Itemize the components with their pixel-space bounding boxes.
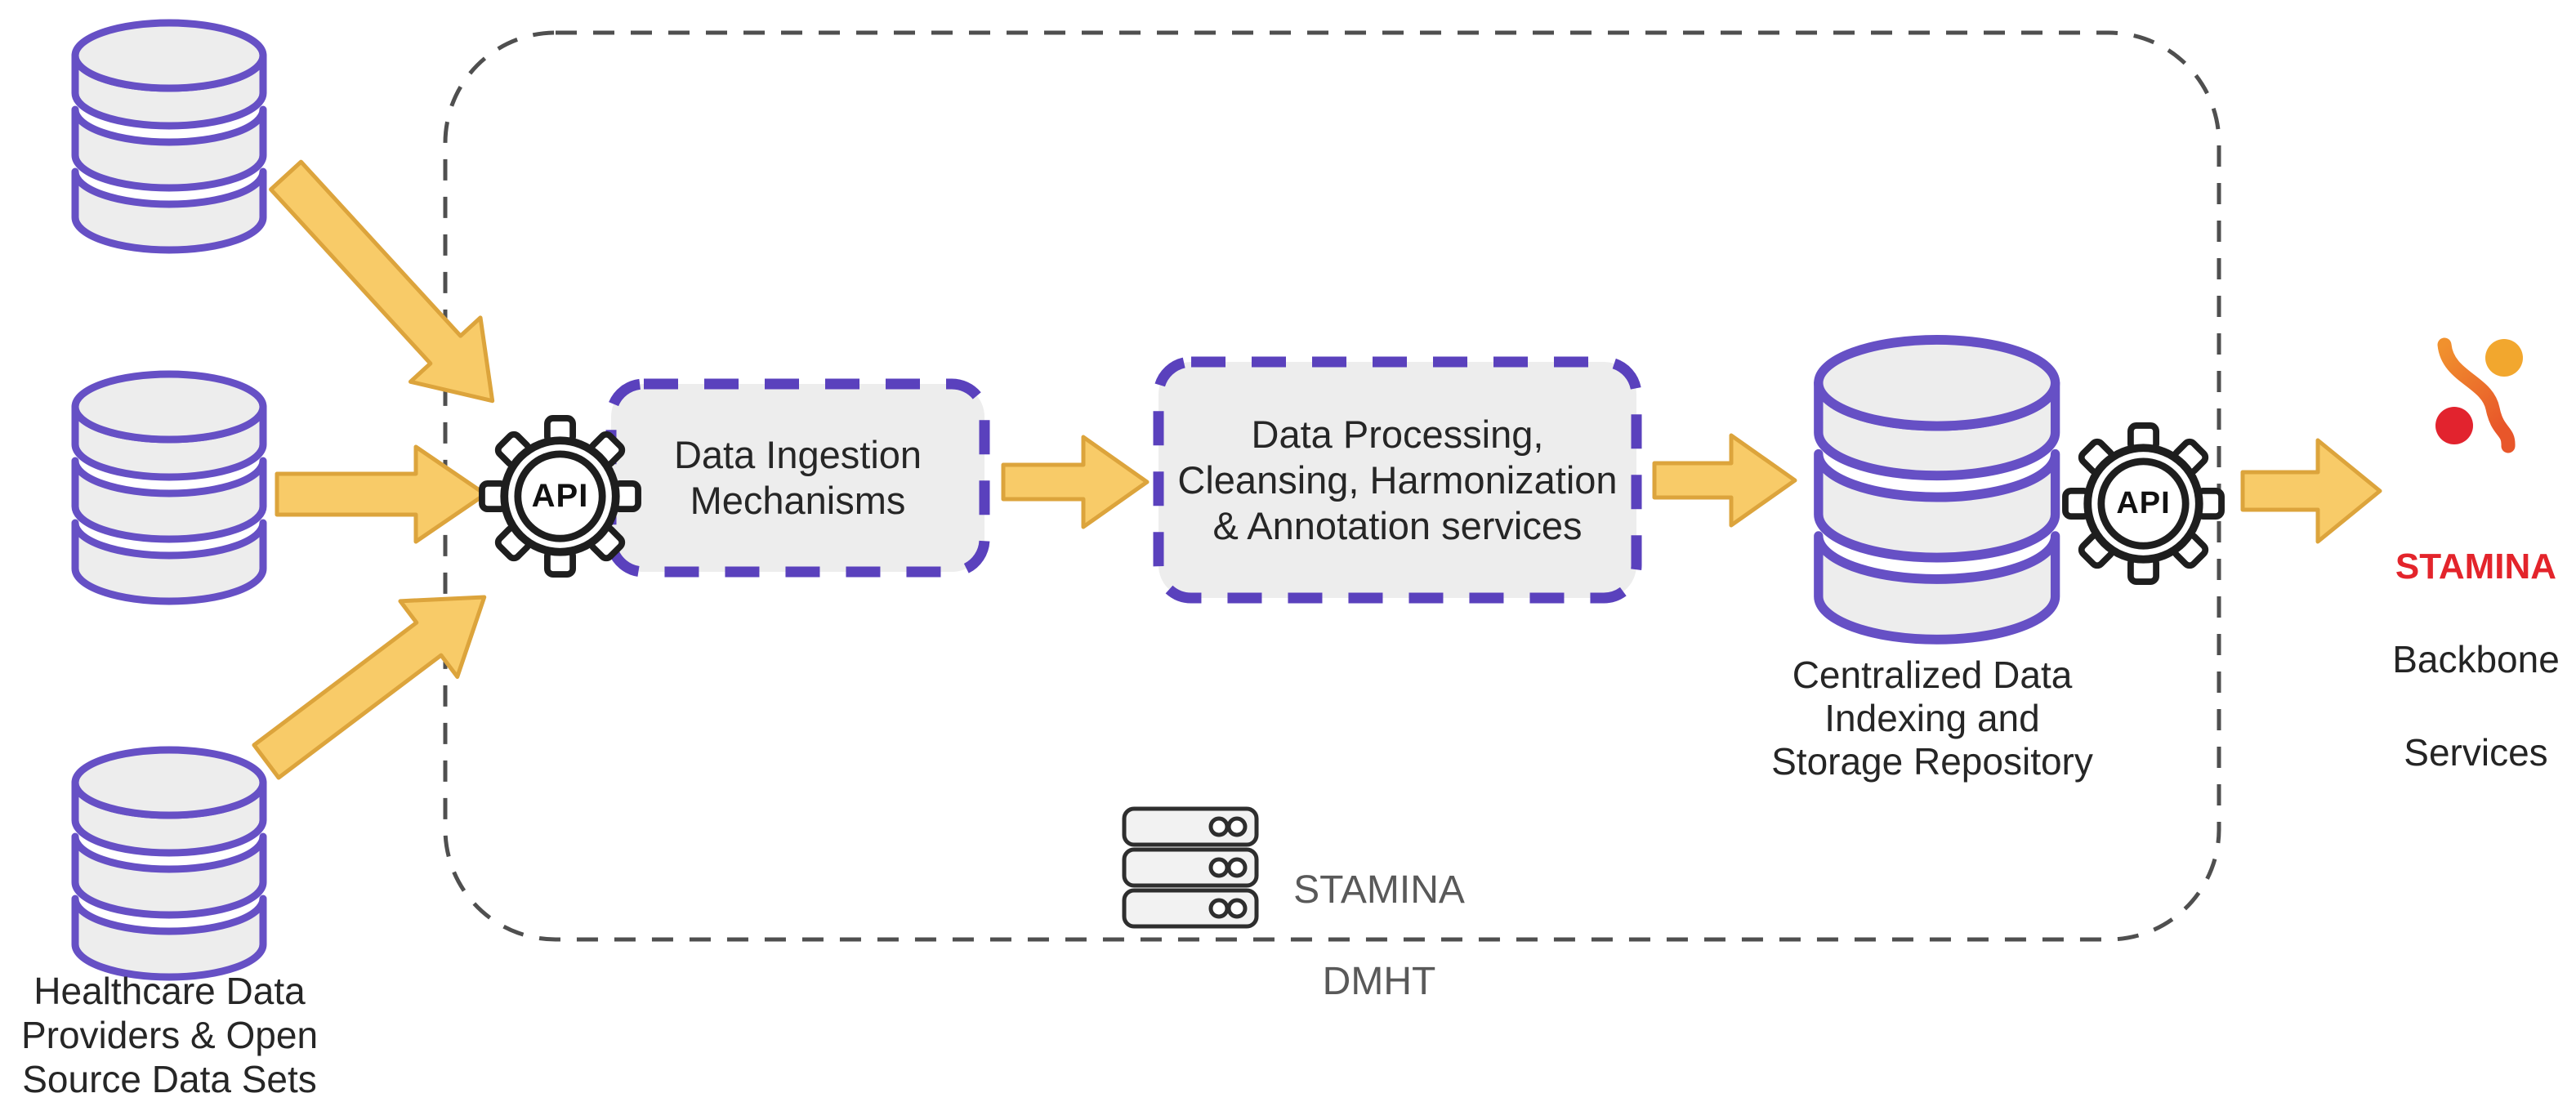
source-database-icon-3: [75, 750, 263, 977]
ingestion-box: [605, 378, 990, 578]
source-database-icon-2: [75, 374, 263, 601]
platform-unit: DMHT: [1322, 960, 1436, 1003]
backbone-services-label: STAMINA Backbone Services: [2384, 497, 2568, 823]
platform-label: STAMINA DMHT: [1265, 822, 1493, 1051]
processing-box: [1153, 356, 1642, 604]
sources-label: Healthcare Data Providers & Open Source …: [20, 970, 319, 1100]
backbone-line2: Backbone: [2392, 638, 2560, 680]
backbone-line3: Services: [2404, 731, 2548, 774]
dmht-boundary-box: [443, 30, 2221, 942]
platform-name: STAMINA: [1293, 868, 1465, 912]
arrow-source2-to-api-icon: [275, 444, 488, 544]
api-badge-ingest: API: [531, 478, 589, 514]
repository-label: Centralized Data Indexing and Storage Re…: [1771, 654, 2093, 783]
arrow-api-to-backbone-icon: [2240, 438, 2382, 544]
processing-box-label: Data Processing, Cleansing, Harmonizatio…: [1177, 412, 1618, 547]
ingestion-box-label: Data Ingestion Mechanisms: [673, 433, 922, 522]
server-stack-icon: [1124, 809, 1257, 926]
arrow-ingestion-to-processing-icon: [1001, 435, 1150, 529]
source-database-icon-1: [75, 23, 263, 250]
api-badge-export: API: [2116, 486, 2171, 520]
backbone-title: STAMINA: [2395, 547, 2557, 587]
arrow-source3-to-api-icon: [252, 595, 487, 780]
repository-database-icon: [1819, 340, 2056, 640]
stamina-logo-icon: [2435, 337, 2523, 453]
arrow-source1-to-api-icon: [269, 159, 495, 404]
arrow-processing-to-repository-icon: [1652, 433, 1797, 528]
